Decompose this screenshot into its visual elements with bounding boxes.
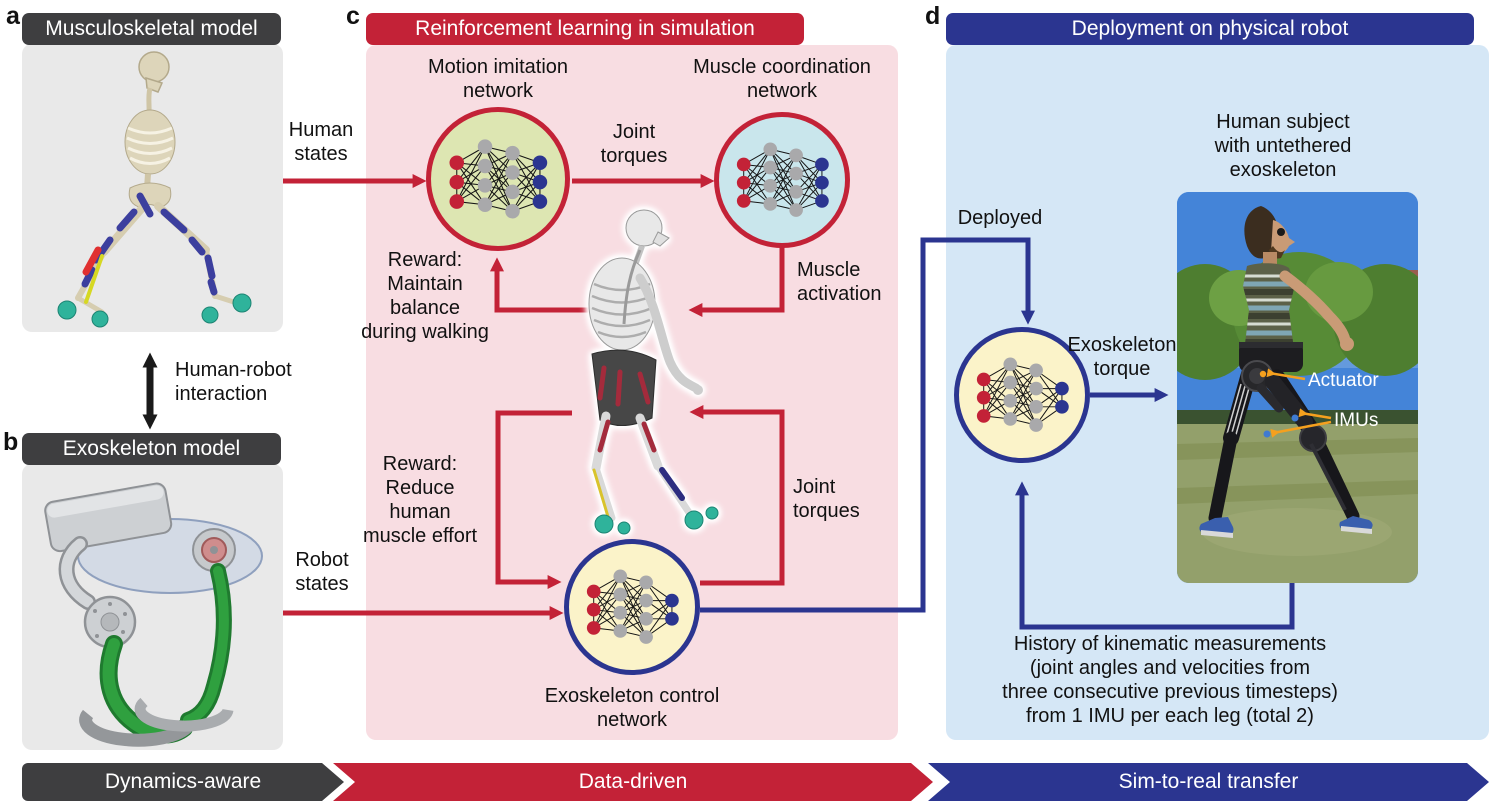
simulation-skeleton-illustration: [588, 209, 719, 535]
joint-torques-top-label: Joint torques: [600, 121, 668, 167]
motion-imitation-network-node: [426, 107, 570, 251]
panel-b-body: [22, 464, 283, 750]
panel-a-header: Musculoskeletal model: [22, 13, 281, 45]
panel-b-title: Exoskeleton model: [62, 437, 241, 460]
imu-sensor-2: [1263, 430, 1271, 438]
imu-pointer-line-1: [1298, 408, 1332, 420]
green-leg-braces: [99, 563, 232, 744]
human-robot-interaction-label: Human-robot interaction: [175, 359, 292, 405]
panel-d-tag: d: [925, 2, 941, 30]
skeleton-pelvis: [128, 182, 172, 209]
motion-imitation-network-graph: [449, 139, 548, 219]
sim-hip-exoskeleton: [591, 349, 657, 426]
chevron-dynamics-aware: Dynamics-aware: [22, 763, 344, 801]
panel-b-header: Exoskeleton model: [22, 433, 281, 465]
muscle-coordination-network-label: Muscle coordination network: [693, 56, 871, 102]
subject-photo: Actuator IMUs: [1177, 192, 1418, 583]
motion-imitation-network-label: Motion imitation network: [427, 56, 569, 102]
history-measurements-label: History of kinematic measurements (joint…: [1002, 633, 1338, 727]
exoskeleton-control-network-label: Exoskeleton control network: [544, 685, 720, 731]
reward-balance-label: Reward: Maintain balance during walking: [361, 249, 489, 343]
exoskeleton-model-illustration: [44, 482, 263, 747]
muscle-coordination-network-node: [714, 112, 850, 248]
imus-label: IMUs: [1334, 410, 1378, 431]
deployed-label: Deployed: [957, 207, 1043, 229]
actuator-pointer-line: [1266, 368, 1306, 381]
chevron-sim-to-real: Sim-to-real transfer: [928, 763, 1489, 801]
person-face: [1271, 220, 1295, 254]
muscle-segments-blue: [81, 192, 218, 296]
panel-a-tag: a: [6, 2, 20, 30]
human-states-label: Human states: [288, 119, 354, 165]
subject-photo-illustration: Actuator IMUs: [1177, 192, 1418, 583]
thigh-cuffs: [79, 697, 234, 747]
control-box: [44, 482, 173, 553]
panel-b-tag: b: [3, 428, 19, 456]
sim-legs: [591, 411, 694, 522]
human-subject-label: Human subject with untethered exoskeleto…: [1214, 111, 1352, 181]
muscle-coordination-network-graph: [736, 142, 829, 218]
panel-c-header: Reinforcement learning in simulation: [366, 13, 804, 45]
reward-effort-label: Reward: Reduce human muscle effort: [362, 453, 478, 547]
person-sunglasses: [1277, 228, 1285, 236]
panel-d-header: Deployment on physical robot: [946, 13, 1474, 45]
chevron-dynamics-aware-label: Dynamics-aware: [104, 770, 262, 793]
muscle-activation-label: Muscle activation: [797, 259, 882, 305]
person-arm: [1279, 270, 1351, 346]
chevron-data-driven: Data-driven: [333, 763, 933, 801]
robot-states-label: Robot states: [295, 549, 349, 595]
joint-torques-bottom-label: Joint torques: [793, 476, 860, 522]
contact-spheres: [57, 293, 252, 328]
imu-pointer-line-2: [1270, 420, 1332, 438]
exoskeleton-torque-label: Exoskeleton torque: [1067, 334, 1177, 380]
person-hair: [1244, 206, 1279, 259]
chevron-sim-to-real-label: Sim-to-real transfer: [1118, 770, 1299, 793]
actuator-label: Actuator: [1308, 370, 1379, 391]
photo-trees: [1177, 252, 1418, 380]
panel-c-tag: c: [346, 2, 360, 30]
exoskeleton-control-network-graph: [586, 569, 679, 645]
panel-a-body: [22, 44, 283, 332]
panel-c-title: Reinforcement learning in simulation: [415, 17, 755, 40]
muscle-segment-red: [82, 246, 102, 276]
person-front-shoe: [1339, 516, 1373, 530]
muscle-segment-yellow: [84, 254, 104, 304]
imu-sensor-1: [1291, 414, 1299, 422]
sim-arm: [635, 273, 701, 393]
skeleton-skull: [138, 51, 170, 83]
panel-a-title: Musculoskeletal model: [45, 17, 258, 40]
chevron-data-driven-label: Data-driven: [578, 770, 688, 793]
sim-skull: [625, 209, 663, 247]
exoskeleton-control-network-node: [564, 539, 700, 675]
musculoskeletal-model-illustration: [57, 51, 252, 328]
photo-annotations: Actuator IMUs: [1266, 368, 1379, 438]
panel-d-title: Deployment on physical robot: [1071, 17, 1349, 40]
